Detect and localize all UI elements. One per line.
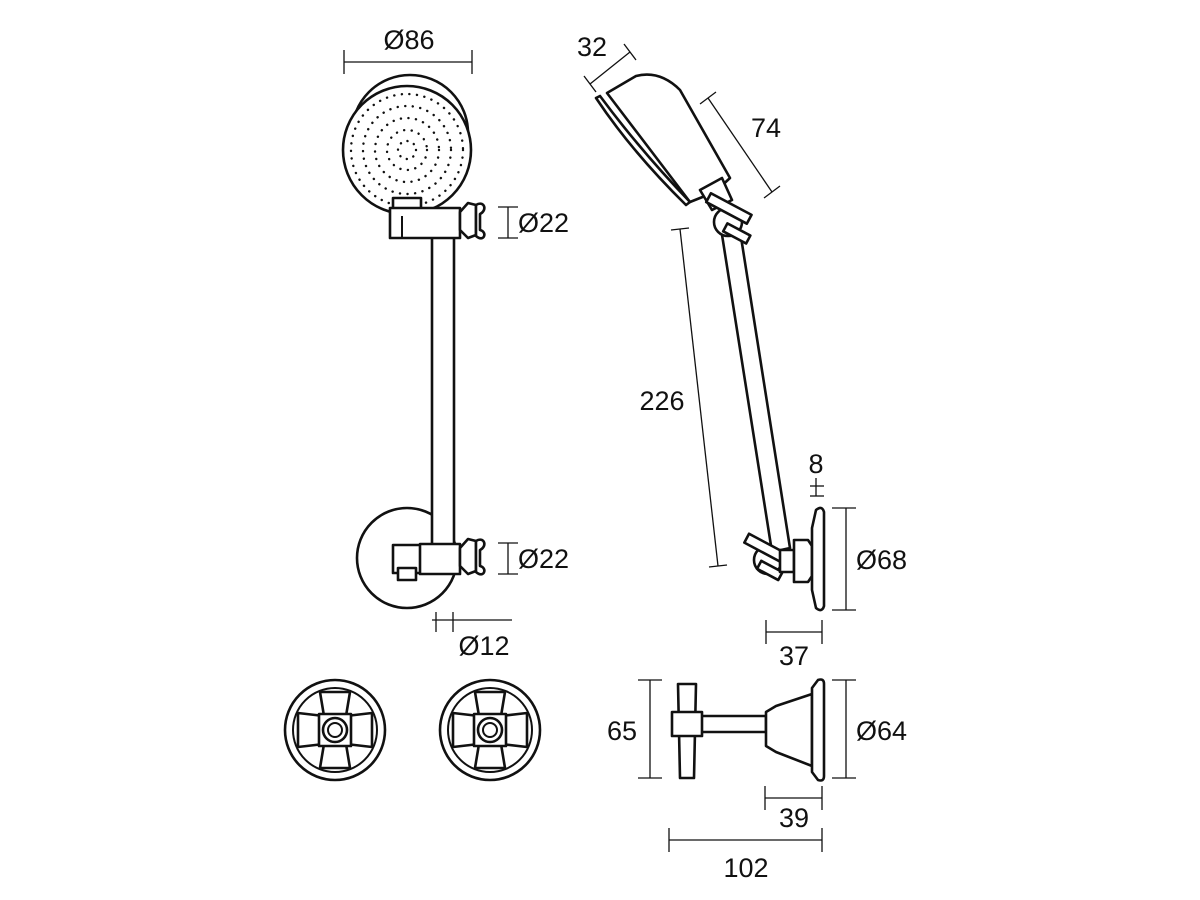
label-tap-flange-diameter: Ø64 [856, 716, 907, 746]
front-lower-swivel [391, 537, 486, 582]
dim-head-length: 74 [699, 91, 781, 199]
label-arm-diameter: Ø12 [458, 631, 509, 661]
label-tap-height: 65 [607, 716, 637, 746]
label-upper-swivel-diameter: Ø22 [518, 208, 569, 238]
label-head-depth: 32 [577, 32, 607, 62]
dim-tap-height: 65 [607, 679, 662, 779]
dim-flange-thickness: 8 [808, 449, 824, 497]
label-tap-total-length: 102 [723, 853, 768, 883]
front-spray-dots-mid [373, 116, 441, 184]
label-lower-swivel-diameter: Ø22 [518, 544, 569, 574]
front-upper-swivel [388, 196, 486, 240]
tap-top-view-left [283, 678, 387, 782]
label-tap-flange-projection: 39 [779, 803, 809, 833]
front-view: Ø86 Ø22 Ø22 Ø12 [341, 25, 569, 661]
tap-top-views [283, 678, 542, 782]
label-flange-projection: 37 [779, 641, 809, 671]
label-arm-length: 226 [639, 386, 684, 416]
label-head-length: 74 [751, 113, 781, 143]
dim-flange-projection: 37 [765, 620, 823, 671]
side-arm [718, 216, 792, 554]
dim-tap-flange-diameter: Ø64 [832, 679, 907, 779]
dim-upper-swivel-diameter: Ø22 [498, 206, 569, 239]
dim-arm-length: 226 [639, 227, 728, 568]
dim-tap-total-length: 102 [668, 828, 823, 883]
label-flange-thickness: 8 [808, 449, 823, 479]
front-arm [430, 228, 456, 552]
side-view: 32 74 226 8 Ø68 [577, 32, 907, 671]
front-spray-dots-core [385, 128, 429, 172]
tap-top-view-right [438, 678, 542, 782]
front-spray-dots-inner [361, 104, 453, 196]
dim-arm-diameter: Ø12 [432, 612, 512, 661]
dim-head-diameter: Ø86 [343, 25, 473, 74]
front-spray-dots-center [396, 139, 418, 161]
side-upper-swivel [704, 191, 753, 245]
dim-flange-diameter: Ø68 [832, 507, 907, 611]
side-wall-flange [778, 506, 826, 612]
dim-lower-swivel-diameter: Ø22 [498, 542, 569, 575]
label-head-diameter: Ø86 [383, 25, 434, 55]
tap-side-view: 65 Ø64 39 102 [607, 678, 907, 883]
dim-tap-flange-projection: 39 [764, 786, 823, 833]
label-flange-diameter: Ø68 [856, 545, 907, 575]
dim-head-depth: 32 [577, 32, 637, 93]
front-spray-dots [349, 92, 465, 208]
